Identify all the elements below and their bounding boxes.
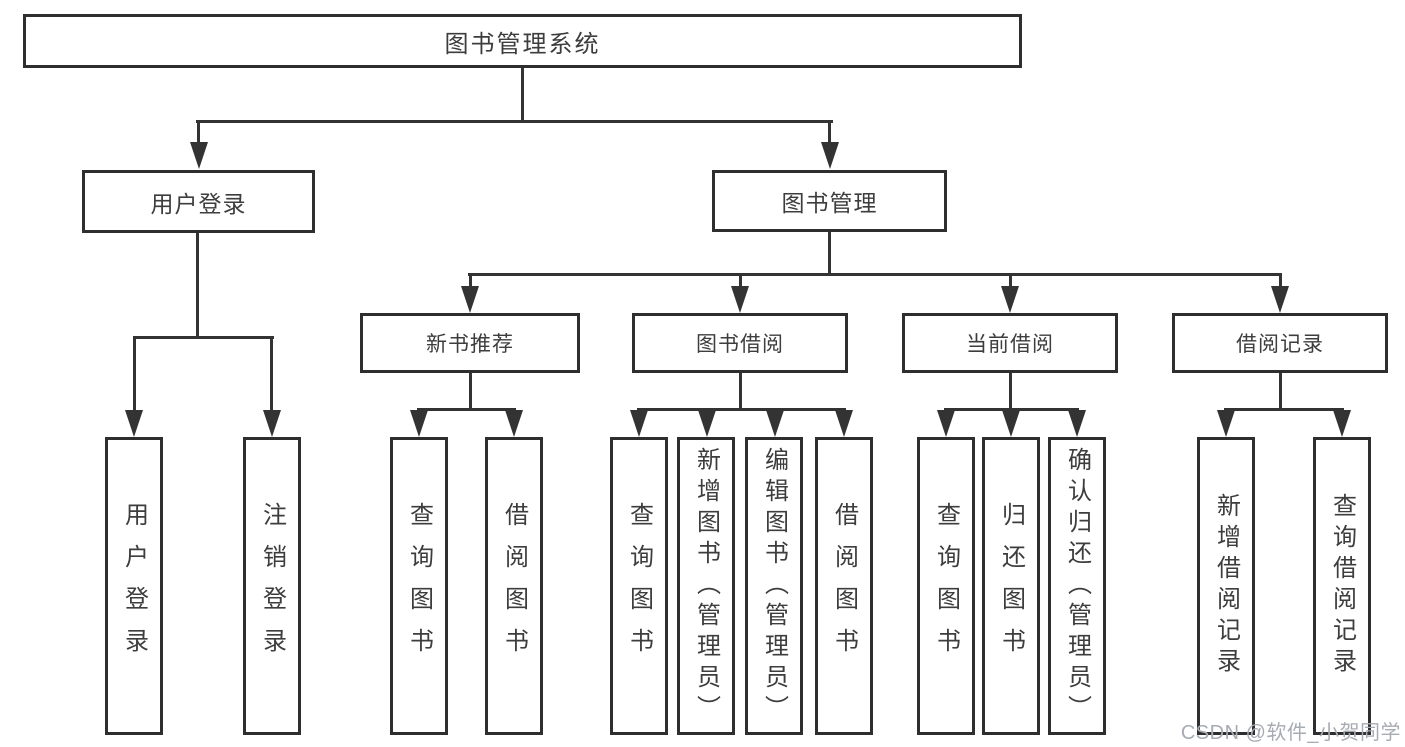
conn-records-hline (1224, 408, 1344, 411)
conn-mgmt-hline (468, 273, 1282, 276)
node-library-management-system-label: 图书管理系统 (444, 30, 601, 58)
node-leaf-return-books-label: 归还图书 (997, 502, 1025, 670)
conn-mgmt-vline (828, 232, 831, 276)
node-current-borrowing-label: 当前借阅 (966, 333, 1054, 356)
conn-recommend-hline (417, 408, 516, 411)
arrow-to-leaf-add-books-admin (698, 410, 716, 437)
arrow-to-leaf-return-books (1002, 410, 1020, 437)
node-current-borrowing: 当前借阅 (902, 313, 1118, 373)
arrow-to-book-borrowing (731, 286, 749, 313)
node-leaf-user-login: 用户登录 (105, 437, 163, 735)
node-book-borrowing-label: 图书借阅 (696, 333, 784, 356)
node-book-management: 图书管理 (712, 170, 947, 232)
node-leaf-borrow-books-label: 借阅图书 (830, 502, 858, 670)
node-leaf-logout-label: 注销登录 (258, 502, 286, 670)
conn-root-left-stub (197, 122, 200, 144)
node-leaf-borrow-books-recommend-label: 借阅图书 (500, 502, 528, 670)
node-leaf-return-books: 归还图书 (982, 437, 1040, 735)
node-leaf-add-books-admin: 新增图书（管理员） (677, 437, 735, 735)
arrow-to-user-login (190, 142, 208, 169)
node-leaf-confirm-return-admin-label: 确认归还（管理员） (1063, 446, 1091, 726)
conn-recommend-vline (469, 373, 472, 411)
node-leaf-query-books-borrow: 查询图书 (610, 437, 668, 735)
conn-login-right-stub (270, 338, 273, 412)
node-leaf-edit-books-admin: 编辑图书（管理员） (745, 437, 803, 735)
conn-login-vline (196, 233, 199, 339)
conn-borrow-vline (739, 373, 742, 411)
arrow-to-leaf-add-borrow-record (1217, 410, 1235, 437)
arrow-to-leaf-logout (263, 410, 281, 437)
arrow-to-leaf-user-login (125, 410, 143, 437)
node-borrowing-records: 借阅记录 (1172, 313, 1388, 373)
arrow-to-current-borrowing (1001, 286, 1019, 313)
arrow-to-leaf-edit-books-admin (766, 410, 784, 437)
conn-mgmt-stub-2 (739, 275, 742, 289)
node-borrowing-records-label: 借阅记录 (1236, 333, 1324, 356)
node-book-borrowing: 图书借阅 (632, 313, 848, 373)
arrow-to-leaf-query-books-borrow (630, 410, 648, 437)
arrow-to-leaf-confirm-return-admin (1068, 410, 1086, 437)
conn-borrow-hline (637, 408, 846, 411)
arrow-to-new-book-recommend (461, 286, 479, 313)
conn-current-vline (1009, 373, 1012, 411)
conn-mgmt-stub-1 (469, 275, 472, 289)
conn-root-right-stub (828, 122, 831, 144)
arrow-to-leaf-borrow-books (835, 410, 853, 437)
node-leaf-query-books-borrow-label: 查询图书 (625, 502, 653, 670)
node-leaf-query-books-recommend: 查询图书 (390, 437, 448, 735)
conn-login-hline (133, 336, 274, 339)
node-leaf-query-borrow-record: 查询借阅记录 (1313, 437, 1371, 735)
node-new-book-recommend: 新书推荐 (360, 313, 580, 373)
arrow-to-leaf-borrow-books-recommend (505, 410, 523, 437)
node-leaf-query-books-recommend-label: 查询图书 (405, 502, 433, 670)
node-leaf-borrow-books: 借阅图书 (815, 437, 873, 735)
node-leaf-query-books-current-label: 查询图书 (932, 502, 960, 670)
conn-root-vline (521, 68, 524, 123)
node-leaf-add-books-admin-label: 新增图书（管理员） (692, 446, 720, 726)
conn-mgmt-stub-3 (1009, 275, 1012, 289)
node-leaf-add-borrow-record-label: 新增借阅记录 (1212, 493, 1240, 679)
node-user-login-label: 用户登录 (150, 190, 247, 217)
node-leaf-logout: 注销登录 (243, 437, 301, 735)
conn-login-left-stub (133, 338, 136, 412)
arrow-to-leaf-query-books-current (937, 410, 955, 437)
node-leaf-query-books-current: 查询图书 (917, 437, 975, 735)
conn-root-hline (196, 120, 833, 123)
node-book-management-label: 图书管理 (781, 190, 878, 216)
node-leaf-user-login-label: 用户登录 (120, 502, 148, 670)
node-user-login: 用户登录 (82, 170, 315, 233)
node-leaf-query-borrow-record-label: 查询借阅记录 (1328, 493, 1356, 679)
node-leaf-confirm-return-admin: 确认归还（管理员） (1048, 437, 1106, 735)
arrow-to-borrowing-records (1271, 286, 1289, 313)
conn-current-hline (944, 408, 1079, 411)
node-leaf-borrow-books-recommend: 借阅图书 (485, 437, 543, 735)
node-library-management-system: 图书管理系统 (23, 14, 1022, 68)
conn-records-vline (1279, 373, 1282, 411)
node-leaf-edit-books-admin-label: 编辑图书（管理员） (760, 446, 788, 726)
arrow-to-leaf-query-books-recommend (410, 410, 428, 437)
watermark-text: CSDN @软件_小贺同学 (1180, 722, 1401, 744)
arrow-to-leaf-query-borrow-record (1333, 410, 1351, 437)
node-new-book-recommend-label: 新书推荐 (426, 333, 514, 356)
node-leaf-add-borrow-record: 新增借阅记录 (1197, 437, 1255, 735)
arrow-to-book-management (821, 142, 839, 169)
conn-mgmt-stub-4 (1279, 275, 1282, 289)
